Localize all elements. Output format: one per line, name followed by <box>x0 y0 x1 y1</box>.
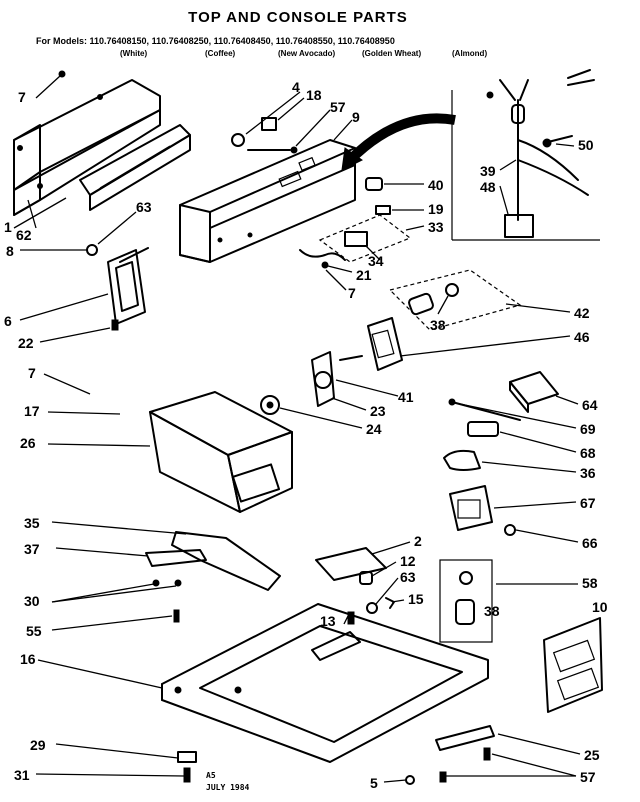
console-body-drawing <box>149 391 293 513</box>
control-panel-grille-drawing <box>543 617 603 713</box>
part-label: 40 <box>428 177 444 193</box>
part-label: 30 <box>24 593 40 609</box>
top-panel-drawing <box>161 603 489 763</box>
part-label: 39 <box>480 163 496 179</box>
part-label: 7 <box>348 285 356 301</box>
part-label: 38 <box>430 317 446 333</box>
part-label: 62 <box>16 227 32 243</box>
finish-almond: (Almond) <box>452 49 487 58</box>
right-side-parts-drawing <box>443 371 559 536</box>
finish-new-avocado: (New Avocado) <box>278 49 336 58</box>
page-title: TOP AND CONSOLE PARTS <box>188 9 408 26</box>
part-label: 41 <box>398 389 414 405</box>
part-label: 18 <box>306 87 322 103</box>
part-label: 2 <box>414 533 422 549</box>
part-label: 67 <box>580 495 596 511</box>
part-label: 29 <box>30 737 46 753</box>
part-label: 5 <box>370 775 378 791</box>
part-label: 21 <box>356 267 372 283</box>
leader-lines <box>13 75 581 783</box>
part-label: 36 <box>580 465 596 481</box>
part-label: 37 <box>24 541 40 557</box>
part-label: 63 <box>400 569 416 585</box>
part-label: 38 <box>484 603 500 619</box>
part-label: 63 <box>136 199 152 215</box>
part-label: 35 <box>24 515 40 531</box>
part-label: 46 <box>574 329 590 345</box>
finish-white: (White) <box>120 49 147 58</box>
part-label: 12 <box>400 553 416 569</box>
part-label: 57 <box>580 769 596 785</box>
rear-panel-drawing <box>13 70 161 216</box>
part-label: 58 <box>582 575 598 591</box>
part-label: 17 <box>24 403 40 419</box>
part-label: 34 <box>368 253 384 269</box>
part-number-labels: 7 4 18 57 9 50 39 48 40 63 19 33 62 1 34… <box>4 79 608 791</box>
finish-coffee: (Coffee) <box>205 49 236 58</box>
part-label: 57 <box>330 99 346 115</box>
revision-stamp-date: JULY 1984 <box>206 783 250 792</box>
part-label: 33 <box>428 219 444 235</box>
part-label: 16 <box>20 651 36 667</box>
door-switch-inset-drawing <box>439 559 493 643</box>
revision-stamp-code: A5 <box>206 771 216 780</box>
part-label: 48 <box>480 179 496 195</box>
finish-golden-wheat: (Golden Wheat) <box>362 49 421 58</box>
part-label: 68 <box>580 445 596 461</box>
part-label: 4 <box>292 79 300 95</box>
control-bracket-drawing <box>79 124 191 211</box>
small-hardware-drawing <box>231 117 412 269</box>
part-label: 55 <box>26 623 42 639</box>
part-label: 66 <box>582 535 598 551</box>
part-label: 50 <box>578 137 594 153</box>
part-label: 8 <box>6 243 14 259</box>
part-label: 64 <box>582 397 598 413</box>
part-label: 10 <box>592 599 608 615</box>
part-label: 6 <box>4 313 12 329</box>
part-label: 15 <box>408 591 424 607</box>
part-label: 1 <box>4 219 12 235</box>
part-label: 13 <box>320 613 336 629</box>
end-cap-drawing <box>86 244 149 331</box>
part-label: 25 <box>584 747 600 763</box>
part-label: 31 <box>14 767 30 783</box>
part-label: 24 <box>366 421 382 437</box>
timer-switch-drawing <box>260 269 522 415</box>
part-label: 42 <box>574 305 590 321</box>
part-label: 9 <box>352 109 360 125</box>
part-label: 7 <box>18 89 26 105</box>
part-label: 19 <box>428 201 444 217</box>
part-label: 69 <box>580 421 596 437</box>
lower-bracket-drawing <box>145 531 281 623</box>
console-backsplash-drawing <box>179 139 356 263</box>
part-label: 7 <box>28 365 36 381</box>
bottom-hardware-drawing <box>177 725 495 785</box>
part-label: 22 <box>18 335 34 351</box>
models-line: For Models: 110.76408150, 110.76408250, … <box>36 36 395 46</box>
part-label: 26 <box>20 435 36 451</box>
wiring-inset-drawing <box>341 69 600 241</box>
part-label: 23 <box>370 403 386 419</box>
